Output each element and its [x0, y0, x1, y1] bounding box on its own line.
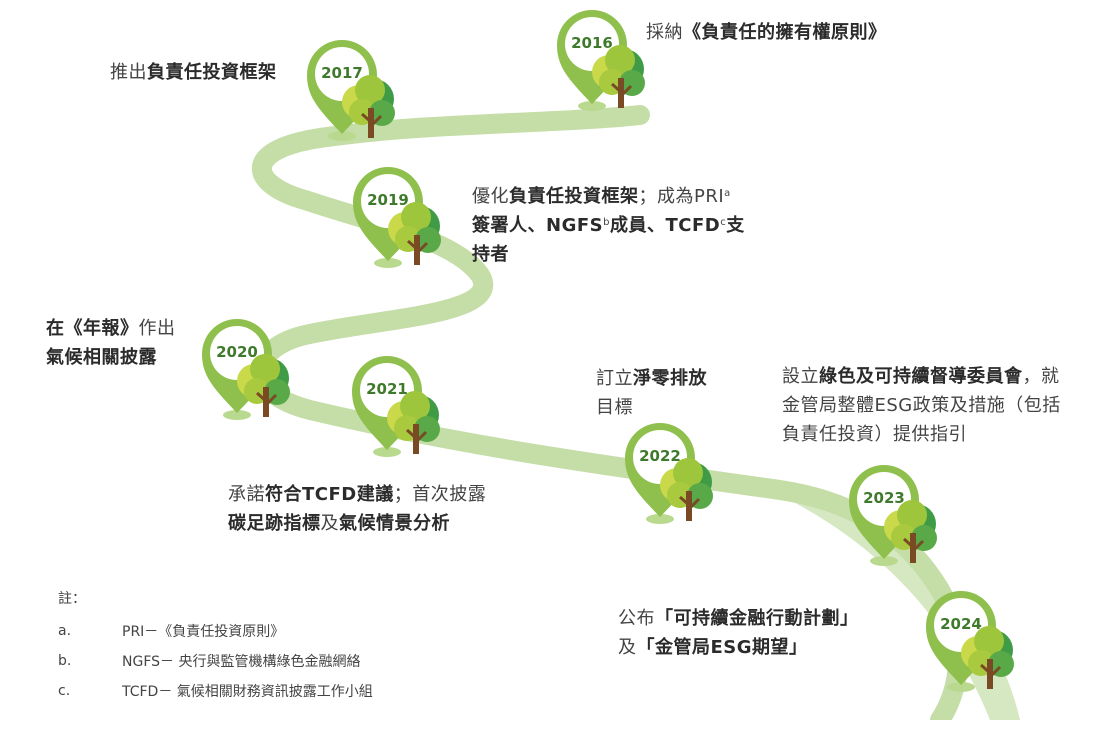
text: 負責任投資）提供指引 [782, 424, 967, 445]
label-2022: 訂立淨零排放 目標 [596, 364, 707, 422]
year-label: 2019 [367, 191, 409, 209]
text: 訂立 [596, 368, 633, 389]
label-2024: 公布「可持續金融行動計劃」 及「金管局ESG期望」 [618, 604, 859, 662]
pin-tree-icon [557, 10, 645, 111]
text: 及 [618, 637, 637, 658]
year-label: 2016 [571, 34, 613, 52]
label-2023: 設立綠色及可持續督導委員會，就 金管局整體ESG政策及措施（包括 負責任投資）提… [782, 362, 1061, 449]
text: 設立 [782, 366, 819, 387]
text-bold: 簽署人、NGFS [472, 215, 604, 236]
milestone-2024: 2024 [926, 589, 1014, 739]
milestone-2021: 2021 [352, 354, 440, 504]
text: ；首次披露 [393, 484, 487, 505]
label-2016: 採納《負責任的擁有權原則》 [646, 18, 887, 47]
year-label: 2020 [216, 343, 258, 361]
milestone-2019: 2019 [353, 165, 441, 315]
label-2017: 推出負責任投資框架 [110, 58, 277, 87]
year-label: 2017 [321, 64, 363, 82]
text: 推出 [110, 62, 147, 83]
label-2021: 承諾符合TCFD建議；首次披露 碳足跡指標及氣候情景分析 [228, 480, 486, 538]
text-bold: 氣候情景分析 [339, 513, 450, 534]
milestone-2016: 2016 [557, 8, 645, 158]
footnote-text: NGFS－ 央行與監管機構綠色金融網絡 [122, 654, 361, 670]
text: 及 [320, 513, 339, 534]
text: 金管局整體ESG政策及措施（包括 [782, 395, 1061, 416]
text-bold: 《負責任的擁有權原則》 [683, 22, 887, 43]
footnote-c: c [720, 217, 727, 228]
text-bold: 成員、TCFD [609, 215, 721, 236]
text-bold: 負責任投資框架 [147, 62, 277, 83]
pin-tree-icon [926, 591, 1014, 692]
text-bold: 「金管局ESG期望」 [636, 637, 808, 658]
text-bold: 支 [726, 215, 745, 236]
pin-tree-icon [352, 356, 440, 457]
footnote-key: b. [58, 653, 72, 669]
pin-tree-icon [353, 167, 441, 268]
footnote-row: a. PRI－《負責任投資原則》 [58, 616, 373, 646]
text-bold: 負責任投資框架 [509, 186, 639, 207]
label-2020: 在《年報》作出 氣候相關披露 [46, 314, 176, 372]
text-bold: 符合TCFD建議 [265, 484, 394, 505]
text-bold: 碳足跡指標 [228, 513, 321, 534]
text-bold: 綠色及可持續督導委員會 [819, 366, 1023, 387]
text: 公布 [618, 608, 655, 629]
text: 承諾 [228, 484, 265, 505]
text: 優化 [472, 186, 509, 207]
milestone-2023: 2023 [849, 463, 937, 613]
footnotes-title: 註： [58, 591, 86, 607]
text: 作出 [138, 318, 176, 339]
footnotes: 註： a. PRI－《負責任投資原則》 b. NGFS－ 央行與監管機構綠色金融… [58, 588, 373, 706]
milestone-2020: 2020 [202, 317, 290, 467]
milestone-2017: 2017 [307, 38, 395, 188]
text-bold: 氣候相關披露 [46, 347, 157, 368]
text: 目標 [596, 397, 633, 418]
text-bold: 在《年報》 [46, 318, 139, 339]
footnote-row: c. TCFD－ 氣候相關財務資訊披露工作小組 [58, 676, 373, 706]
milestone-2022: 2022 [625, 421, 713, 571]
year-label: 2022 [639, 447, 681, 465]
text-bold: 持者 [472, 244, 509, 265]
year-label: 2023 [863, 489, 905, 507]
pin-tree-icon [625, 423, 713, 524]
footnote-key: c. [58, 683, 71, 699]
footnote-text: PRI－《負責任投資原則》 [122, 624, 285, 640]
pin-tree-icon [849, 465, 937, 566]
label-2019: 優化負責任投資框架；成為PRIa 簽署人、NGFSb成員、TCFDc支 持者 [472, 182, 745, 269]
pin-tree-icon [202, 319, 290, 420]
year-label: 2024 [940, 615, 982, 633]
text-bold: 淨零排放 [633, 368, 707, 389]
text: ，就 [1022, 366, 1060, 387]
footnote-b: b [603, 217, 610, 228]
year-label: 2021 [366, 380, 408, 398]
text-bold: 「可持續金融行動計劃」 [655, 608, 859, 629]
footnote-row: b. NGFS－ 央行與監管機構綠色金融網絡 [58, 646, 373, 676]
text: 採納 [646, 22, 683, 43]
footnote-text: TCFD－ 氣候相關財務資訊披露工作小組 [122, 684, 373, 700]
text: ；成為PRI [638, 186, 725, 207]
footnote-a: a [724, 188, 731, 199]
footnote-key: a. [58, 623, 72, 639]
pin-tree-icon [307, 40, 395, 141]
